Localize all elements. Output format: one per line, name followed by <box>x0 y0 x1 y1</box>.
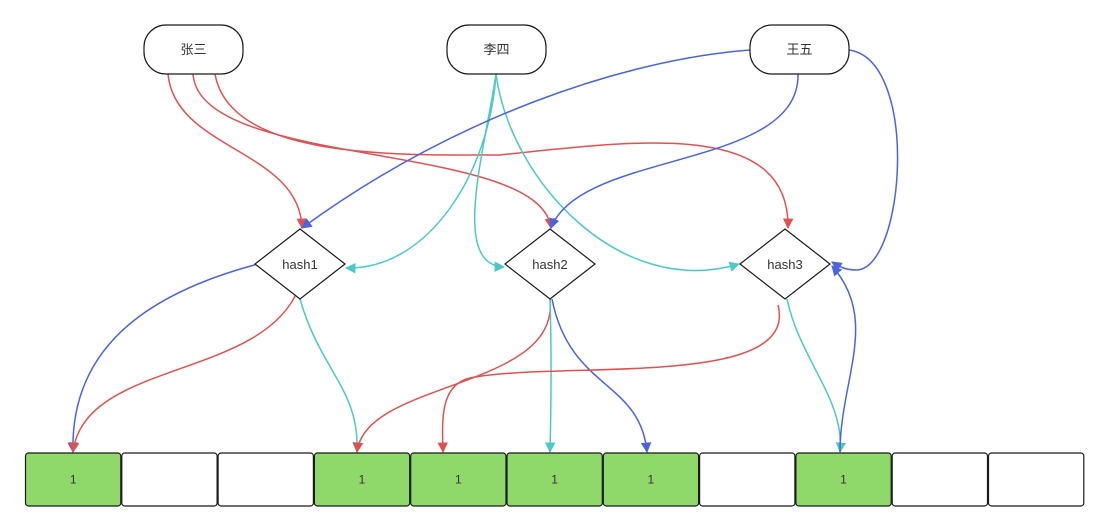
input-label-zhangsan: 张三 <box>180 43 206 58</box>
hash-node-hash2[interactable]: hash2 <box>504 228 596 300</box>
edge-wangwu-hash2 <box>549 73 799 229</box>
edge-hash3-bit4-zhangsan <box>437 304 781 454</box>
input-node-wangwu[interactable]: 王五 <box>749 24 850 75</box>
bit-cell[interactable] <box>217 452 315 507</box>
bit-cell[interactable]: 1 <box>506 452 603 507</box>
edge-hash1-bit0-wangwu <box>67 263 259 454</box>
bit-cell[interactable]: 1 <box>313 452 411 507</box>
bit-cell[interactable] <box>698 452 796 507</box>
bit-cell[interactable]: 1 <box>602 452 700 507</box>
hash-node-hash1[interactable]: hash1 <box>254 228 346 300</box>
edge-wangwu-hash1 <box>301 49 751 229</box>
edge-hash1-bit3-lisi <box>299 298 363 454</box>
bit-cell-value: 1 <box>359 473 366 487</box>
bit-cell[interactable]: 1 <box>24 452 122 507</box>
edge-zhangsan-hash2 <box>192 73 555 230</box>
hash-node-hash3[interactable]: hash3 <box>739 228 831 300</box>
bit-cell[interactable]: 1 <box>795 452 892 507</box>
input-label-wangwu: 王五 <box>786 43 812 58</box>
edge-hash3-bit8-wangwu <box>831 265 857 453</box>
input-label-lisi: 李四 <box>483 43 509 58</box>
bit-array: 1 1 1 1 1 1 <box>24 452 1085 507</box>
bit-cell-value: 1 <box>70 473 77 487</box>
bit-cell-value: 1 <box>648 473 655 487</box>
bit-cell-value: 1 <box>551 473 558 487</box>
edge-lisi-hash3 <box>495 73 741 272</box>
edge-hash2-bit5-lisi <box>544 298 556 454</box>
bit-cell-value: 1 <box>840 473 847 487</box>
edge-hash1-bit0-zhangsan <box>69 289 299 454</box>
edge-zhangsan-hash3 <box>214 73 794 230</box>
hash-label-hash2: hash2 <box>532 257 567 272</box>
hash-label-hash1: hash1 <box>282 257 317 272</box>
edge-hash2-bit3-zhangsan <box>352 298 551 454</box>
edge-wangwu-hash3 <box>831 49 899 272</box>
bit-cell[interactable]: 1 <box>410 452 507 507</box>
bit-cell[interactable] <box>891 452 989 507</box>
edge-hash3-bit8-lisi <box>786 298 847 454</box>
edges-layer <box>67 49 899 454</box>
input-node-zhangsan[interactable]: 张三 <box>143 24 244 75</box>
edge-lisi-hash1 <box>344 73 497 274</box>
edge-lisi-hash2 <box>474 73 506 272</box>
bit-cell[interactable] <box>987 452 1085 507</box>
hash-label-hash3: hash3 <box>767 257 802 272</box>
input-node-lisi[interactable]: 李四 <box>446 24 547 75</box>
bit-cell[interactable] <box>121 452 218 507</box>
edge-zhangsan-hash1 <box>167 73 307 230</box>
edge-hash2-bit6-wangwu <box>551 298 652 454</box>
bit-cell-value: 1 <box>455 473 462 487</box>
